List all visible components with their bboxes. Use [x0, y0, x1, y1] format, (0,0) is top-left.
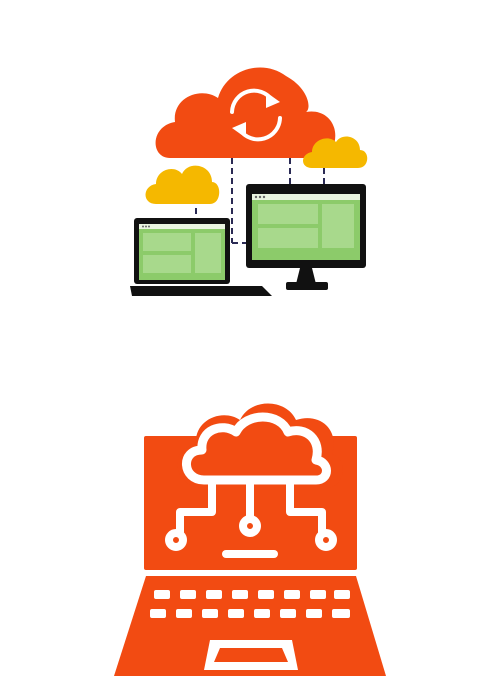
- laptop-icon: [130, 218, 272, 296]
- keyboard-icon: [150, 590, 350, 618]
- laptop-base: [114, 576, 386, 676]
- small-cloud-icon: [145, 165, 220, 204]
- small-cloud-icon: [303, 136, 368, 168]
- cloud-icon: [177, 403, 343, 488]
- cloud-laptop-illustration: [114, 403, 386, 676]
- sync-cloud-icon: [155, 67, 336, 158]
- sync-arrowhead-icon: [266, 92, 280, 108]
- circuit-icon: [165, 478, 337, 558]
- sync-arrowhead-icon: [232, 122, 246, 138]
- cloud-sync-illustration: [130, 67, 368, 296]
- trackpad-icon: [204, 640, 298, 670]
- monitor-icon: [246, 184, 366, 290]
